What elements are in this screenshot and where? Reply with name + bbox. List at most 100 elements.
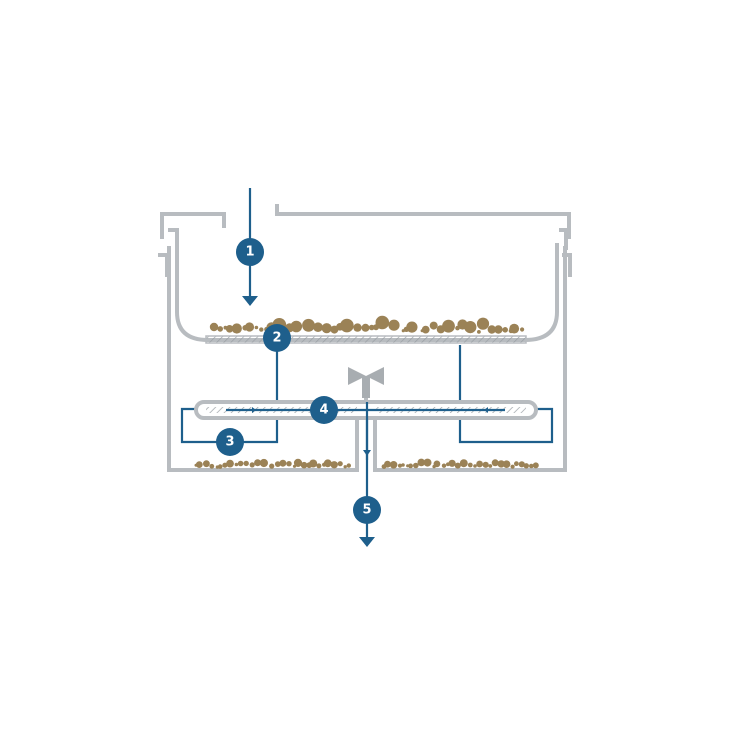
sediment-particle (406, 321, 418, 333)
sediment-particle (279, 459, 287, 467)
valve-icon (348, 367, 384, 398)
sediment-particle (464, 321, 477, 334)
lid-right (275, 204, 571, 239)
sediment-particle (234, 462, 239, 467)
sediment-particle (459, 459, 468, 468)
sediment-particle (421, 325, 430, 334)
sediment-particle (323, 459, 332, 468)
marker-label: 1 (245, 245, 254, 260)
sediment-particle (274, 461, 281, 467)
sediment-particle (195, 461, 203, 468)
sediment-particle (269, 463, 275, 469)
sediment-particle (368, 324, 375, 331)
arrow-down-icon (242, 296, 258, 306)
sediment-particle (217, 326, 223, 332)
sediment-particle (520, 327, 525, 332)
marker-label: 4 (319, 403, 328, 418)
sediment-particle (442, 319, 455, 333)
marker-label: 5 (362, 503, 371, 518)
marker-1: 1 (236, 238, 264, 266)
sediment-particle (441, 463, 447, 468)
sediment-particle (254, 459, 262, 467)
sediment-particle (473, 464, 477, 468)
sediment-particle (309, 459, 318, 468)
sediment-particle (243, 460, 249, 467)
sediment-particle (226, 459, 234, 468)
lid-left (160, 212, 226, 239)
sediment-particle (433, 460, 441, 468)
sediment-particle (488, 464, 493, 468)
sediment-particle (286, 461, 292, 467)
sediment-particle (454, 462, 461, 469)
sediment-particle (254, 325, 259, 330)
right-loop (440, 345, 554, 444)
sediment-particle (337, 461, 343, 467)
left-loop (180, 345, 300, 444)
sediment-particle (494, 325, 503, 334)
sediment-particle (408, 463, 413, 469)
sediment-particle (330, 461, 338, 469)
marker-5: 5 (353, 496, 381, 524)
sediment-particle (401, 463, 405, 467)
marker-label: 3 (225, 435, 234, 450)
sediment-particle (491, 459, 499, 467)
lug-left (168, 228, 179, 250)
filter-screen (205, 335, 527, 344)
sediment-particle (237, 460, 244, 467)
sediment-particle (476, 460, 483, 468)
sediment-particle (510, 464, 515, 469)
arrow-down-icon (359, 537, 375, 547)
sediment-particle (313, 322, 323, 333)
sediment-particle (346, 463, 351, 468)
sediment-particle (518, 461, 525, 468)
sediment-particle (417, 458, 426, 467)
wall-right (373, 246, 567, 472)
sediment-particle (244, 322, 255, 332)
sediment-particle (209, 463, 215, 469)
lug-right (559, 228, 568, 250)
sediment-particle (375, 315, 390, 330)
lug-left-lower (158, 253, 169, 277)
pipe-arrow-right (484, 407, 488, 413)
sediment-upper (209, 315, 525, 334)
sediment-particle (225, 325, 234, 333)
marker-3: 3 (216, 428, 244, 456)
flow-lines (180, 188, 554, 537)
sediment-particle (340, 318, 354, 333)
sediment-particle (487, 325, 496, 334)
pipe-arrow-left (252, 407, 256, 413)
sediment-particle (413, 462, 419, 469)
sediment-particle (316, 463, 322, 469)
sediment-particle (476, 317, 490, 330)
sediment-particle (423, 458, 432, 467)
sediment-particle (529, 463, 534, 469)
arrow-down-icon (363, 450, 371, 456)
wall-left (167, 246, 359, 472)
marker-label: 2 (272, 331, 281, 346)
sediment-particle (249, 462, 255, 468)
marker-4: 4 (310, 396, 338, 424)
sediment-particle (429, 321, 438, 330)
sediment-particle (448, 459, 456, 467)
sediment-particle (290, 320, 303, 333)
sediment-particle (388, 319, 400, 331)
sediment-particle (523, 463, 529, 469)
sediment-particle (293, 458, 303, 467)
sediment-particle (477, 330, 481, 334)
sediment-particle (343, 465, 347, 469)
sediment-particle (353, 323, 362, 332)
sediment-particle (259, 458, 268, 468)
sediment-particle (203, 460, 210, 468)
sediment-particle (209, 322, 219, 332)
sediment-particle (397, 463, 403, 468)
sediment-particle (384, 460, 391, 468)
sediment-particle (497, 460, 505, 468)
sediment-particle (532, 462, 539, 469)
sediment-lower-right (381, 458, 539, 469)
sediment-particle (300, 461, 308, 469)
sediment-particle (321, 323, 332, 334)
sediment-particle (509, 323, 520, 334)
sediment-particle (231, 323, 242, 334)
